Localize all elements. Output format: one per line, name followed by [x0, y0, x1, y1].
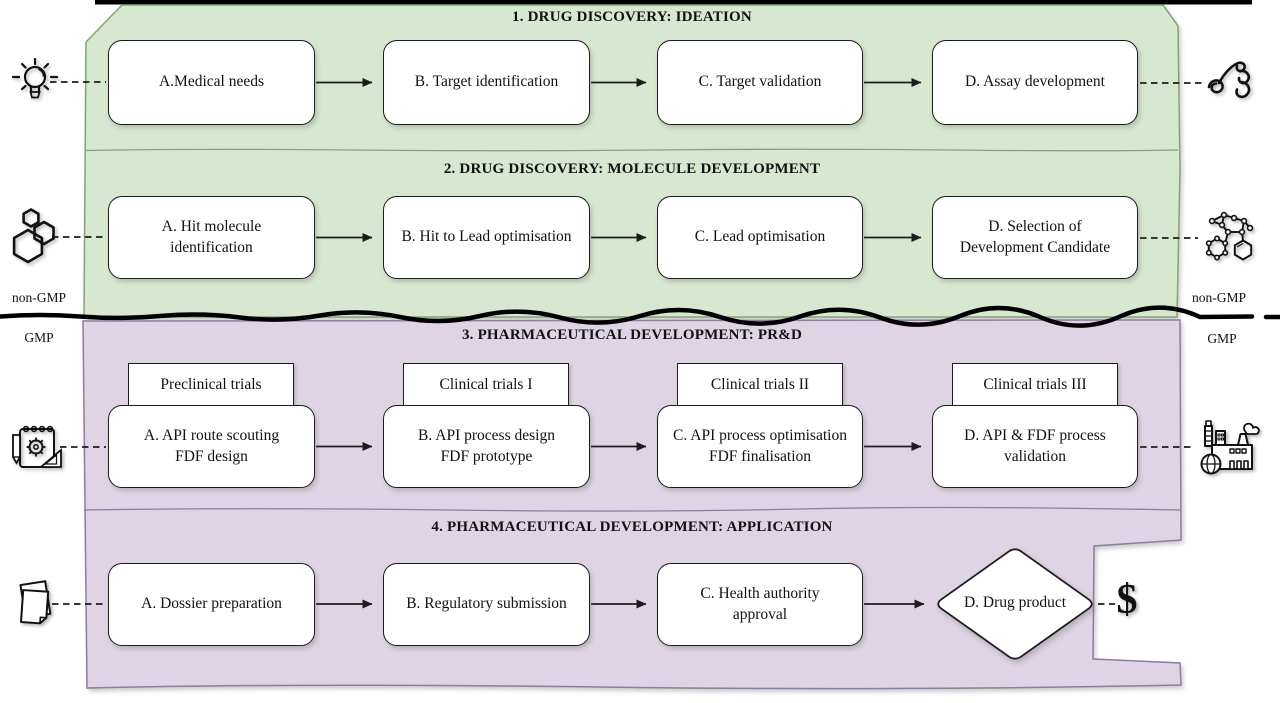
pharma-zone-purple [82, 319, 1182, 690]
node-assay-development: D. Assay development [932, 40, 1138, 125]
right-non-gmp-label: non-GMP [1191, 290, 1246, 305]
right-gmp-label: GMP [1207, 331, 1237, 346]
label-clinical-trials-3: Clinical trials III [952, 363, 1118, 407]
lightbulb-icon [11, 57, 59, 99]
node-development-candidate: D. Selection of Development Candidate [932, 196, 1138, 279]
left-gmp-label: GMP [24, 330, 54, 345]
node-api-route-scouting: A. API route scouting FDF design [108, 405, 315, 488]
documents-icon [19, 580, 52, 625]
gmp-boundary-line [0, 305, 1255, 328]
node-dossier-preparation: A. Dossier preparation [108, 563, 315, 646]
section1-title: 1. DRUG DISCOVERY: IDEATION [512, 9, 752, 25]
factory-icon [1200, 420, 1260, 475]
molecule-hexagons-icon [12, 208, 55, 264]
green-subdivider-line [85, 148, 1179, 152]
section4-title: 4. PHARMACEUTICAL DEVELOPMENT: APPLICATI… [431, 519, 833, 535]
node-process-validation: D. API & FDF process validation [932, 405, 1138, 488]
protein-structure-icon [1207, 61, 1251, 99]
molecule-cluster-icon [1205, 211, 1254, 261]
node-lead-optimisation: C. Lead optimisation [657, 196, 863, 279]
node-target-validation: C. Target validation [657, 40, 863, 125]
lab-notebook-gear-icon [12, 425, 62, 468]
node-drug-product-label: D. Drug product [963, 594, 1067, 611]
node-target-identification: B. Target identification [383, 40, 590, 125]
section2-title: 2. DRUG DISCOVERY: MOLECULE DEVELOPMENT [443, 161, 821, 177]
node-health-authority-approval: C. Health authority approval [657, 563, 863, 646]
section3-title: 3. PHARMACEUTICAL DEVELOPMENT: PR&D [461, 327, 803, 343]
top-crop-strip [95, 0, 1252, 5]
node-api-process-design: B. API process design FDF prototype [383, 405, 590, 488]
label-clinical-trials-2: Clinical trials II [677, 363, 843, 407]
purple-subdivider-line [83, 506, 1181, 512]
label-preclinical-trials: Preclinical trials [128, 363, 294, 407]
node-hit-molecule-identification: A. Hit molecule identification [108, 196, 315, 279]
node-hit-to-lead-optimisation: B. Hit to Lead optimisation [383, 196, 590, 279]
node-medical-needs: A.Medical needs [108, 40, 315, 125]
node-regulatory-submission: B. Regulatory submission [383, 563, 590, 646]
node-api-process-optimisation: C. API process optimisation FDF finalisa… [657, 405, 863, 488]
drug-product-diamond [937, 548, 1093, 660]
dollar-sign: $ [1116, 577, 1138, 623]
left-non-gmp-label: non-GMP [11, 290, 66, 305]
label-clinical-trials-1: Clinical trials I [403, 363, 569, 407]
